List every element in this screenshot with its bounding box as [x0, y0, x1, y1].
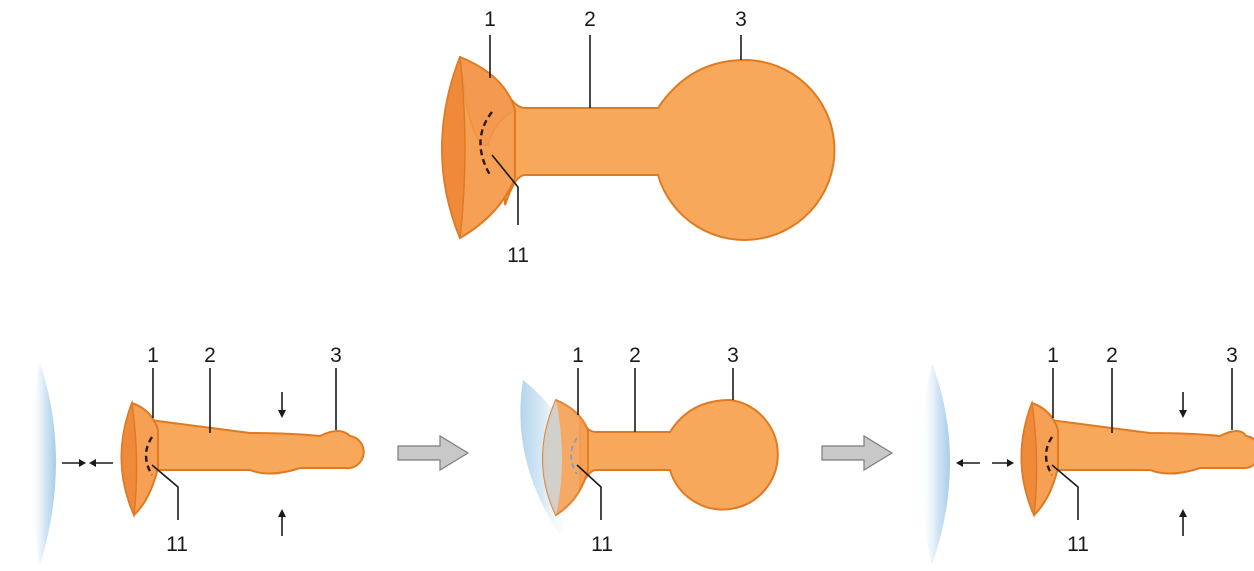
transition-arrow-1 [397, 434, 470, 472]
stage-3-arrowhead-down [1179, 410, 1187, 418]
stage-1-label-11: 11 [166, 533, 188, 556]
stage-2-body [579, 398, 779, 511]
stage-2-label-2: 2 [629, 344, 641, 367]
detail-cup-edge [459, 55, 516, 146]
stage-3-cup-inner [1020, 400, 1038, 518]
stage-3-surface [920, 363, 950, 565]
stage-3-arrowhead-up [1179, 509, 1187, 517]
detail-panel: 1 2 3 11 [441, 8, 836, 267]
detail-label-1: 1 [484, 8, 496, 31]
stage-1-panel: 1 2 3 11 [30, 344, 365, 565]
stage-1-leader-11 [151, 464, 179, 520]
stage-1-arrowhead-down [278, 410, 286, 418]
stage-3-panel: 1 2 3 11 [920, 344, 1254, 565]
stage-1-label-1: 1 [147, 344, 159, 367]
stage-1-arrowhead-out [89, 459, 96, 467]
detail-body [504, 58, 836, 241]
stage-3-label-11: 11 [1067, 533, 1089, 556]
stage-3-label-1: 1 [1047, 344, 1059, 367]
stage-1-arrowhead-up [278, 509, 286, 517]
stage-3-label-3: 3 [1226, 344, 1238, 367]
stage-3-label-2: 2 [1106, 344, 1118, 367]
stage-3-arrowhead-toward [1007, 459, 1014, 467]
stage-1-arrowhead-in [79, 459, 86, 467]
detail-leader-11 [491, 154, 519, 225]
detail-label-11: 11 [507, 244, 529, 267]
stage-3-inner-region-outline [1044, 436, 1054, 476]
stage-3-leader-11 [1051, 464, 1079, 520]
detail-label-3: 3 [735, 8, 747, 31]
stage-3-body [1049, 418, 1254, 475]
detail-inner-region-outline [479, 111, 493, 176]
stage-3-arrowhead-away [956, 459, 963, 467]
transition-arrow-2 [821, 434, 894, 472]
stage-1-surface [30, 363, 56, 565]
stage-2-inner-region-outline [570, 437, 578, 475]
stage-2-label-11: 11 [591, 533, 613, 556]
stage-2-panel: 1 2 3 11 [520, 344, 779, 556]
stage-2-leader-11 [576, 464, 602, 520]
stage-2-label-3: 3 [727, 344, 739, 367]
detail-cup-inner [441, 56, 466, 239]
stage-1-label-2: 2 [204, 344, 216, 367]
stage-1-inner-region-outline [144, 436, 154, 476]
stage-1-label-3: 3 [330, 344, 342, 367]
stage-2-label-1: 1 [572, 344, 584, 367]
stage-1-cup-inner [120, 400, 138, 518]
stage-2-cup-overlay [543, 400, 562, 515]
stage-1-body [149, 418, 365, 475]
detail-label-2: 2 [584, 8, 596, 31]
